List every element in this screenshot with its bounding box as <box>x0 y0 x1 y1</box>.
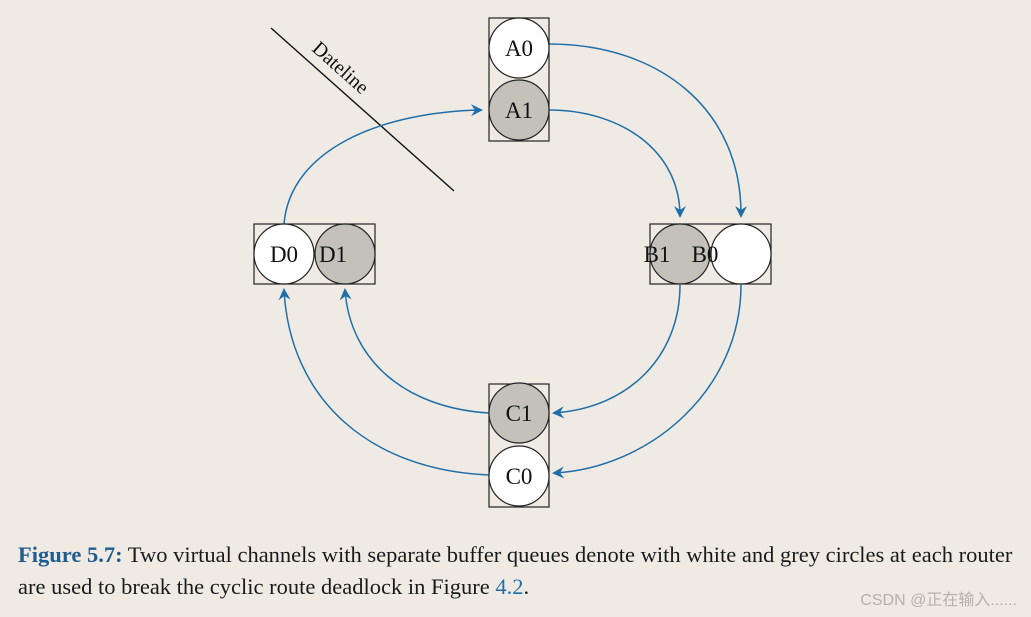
arrow-a0-to-b0 <box>548 43 748 218</box>
figure-caption: Figure 5.7: Two virtual channels with se… <box>18 539 1018 603</box>
dateline-virtual-channel-diagram: Dateline A0 A1 B1 B0 C1 C0 D0 <box>253 17 772 508</box>
arrow-c0-to-d0 <box>278 288 490 476</box>
router-a: A0 A1 <box>488 17 550 142</box>
node-a1 <box>488 79 550 141</box>
node-a1-label: A1 <box>505 98 533 123</box>
router-c: C1 C0 <box>488 382 550 508</box>
node-c0-label: C0 <box>506 464 533 489</box>
node-a0 <box>488 17 550 79</box>
node-c0 <box>488 445 550 507</box>
node-b0-label: B0 <box>692 242 719 267</box>
arrow-d0-to-a1 <box>283 104 483 225</box>
arrow-c1-to-d1 <box>339 288 490 414</box>
node-a0-label: A0 <box>505 36 533 61</box>
arrow-b1-to-c1 <box>552 284 681 419</box>
arrow-b0-to-c0 <box>552 284 742 479</box>
arrow-a1-to-b1 <box>548 109 686 218</box>
node-b1 <box>649 223 711 285</box>
caption-text-after-ref: . <box>523 574 530 599</box>
dateline <box>270 27 455 192</box>
csdn-watermark: CSDN @正在输入...... <box>860 592 1017 609</box>
node-d0 <box>253 223 315 285</box>
router-b: B1 B0 <box>644 223 772 285</box>
figure-label: Figure 5.7: <box>18 542 123 567</box>
node-d0-label: D0 <box>270 242 298 267</box>
router-d: D0 D1 <box>253 223 376 285</box>
node-c1 <box>488 382 550 444</box>
figure-reference-link[interactable]: 4.2 <box>495 574 524 599</box>
caption-text-before-ref: Two virtual channels with separate buffe… <box>18 542 1013 599</box>
node-d1 <box>314 223 376 285</box>
node-c1-label: C1 <box>506 401 533 426</box>
node-b1-label: B1 <box>644 242 671 267</box>
node-b0 <box>710 223 772 285</box>
node-d1-label: D1 <box>319 242 347 267</box>
